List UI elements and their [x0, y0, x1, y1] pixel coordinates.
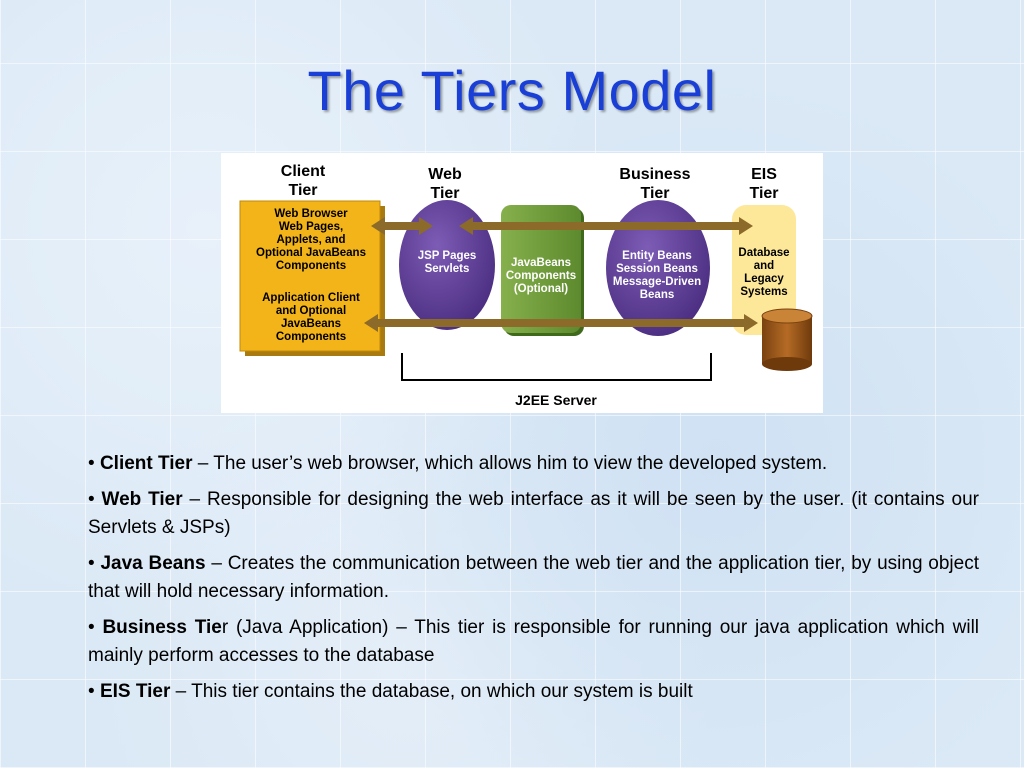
- client-browser-line-4: Optional JavaBeans: [256, 247, 366, 259]
- business-tier-heading-2: Tier: [640, 185, 669, 202]
- client-app-line-3: JavaBeans: [281, 318, 341, 330]
- bullet-text: – The user’s web browser, which allows h…: [192, 453, 828, 474]
- javabeans-line-3: (Optional): [514, 283, 568, 295]
- client-app-line-1: Application Client: [262, 292, 360, 304]
- web-tier-heading-1: Web: [428, 166, 462, 183]
- business-oval-line-4: Beans: [640, 289, 675, 301]
- eis-line-1: Database: [738, 247, 789, 259]
- tiers-diagram-svg: Client Tier Web Tier Business Tier EIS T…: [239, 163, 813, 408]
- bullet-term: EIS Tier: [99, 681, 171, 702]
- bullet-term: Web Tier: [101, 489, 183, 510]
- arrow-web-eis: [459, 217, 753, 235]
- slide-title: The Tiers Model: [307, 59, 717, 122]
- business-oval-line-3: Message-Driven: [613, 276, 701, 288]
- business-oval-line-2: Session Beans: [616, 263, 698, 275]
- bullet-text: – Creates the communication between the …: [88, 553, 980, 602]
- eis-line-4: Systems: [740, 286, 787, 298]
- client-app-line-4: Components: [276, 331, 346, 343]
- bullet-eis-tier: • EIS Tier – This tier contains the data…: [88, 681, 693, 702]
- bullet-web-tier: • Web Tier – Responsible for designing t…: [88, 489, 979, 538]
- client-app-line-2: and Optional: [276, 305, 346, 317]
- client-browser-line-5: Components: [276, 260, 346, 272]
- web-oval-line-1: JSP Pages: [418, 250, 477, 262]
- bullet-text: – This tier contains the database, on wh…: [170, 681, 693, 702]
- arrow-client-web: [371, 217, 433, 235]
- eis-tier-heading-1: EIS: [751, 166, 777, 183]
- eis-line-2: and: [754, 260, 774, 272]
- javabeans-line-2: Components: [506, 270, 576, 282]
- bullet-text: – Responsible for designing the web inte…: [88, 489, 979, 538]
- business-tier-heading-1: Business: [619, 166, 690, 183]
- client-tier-heading-2: Tier: [288, 182, 317, 199]
- javabeans-line-1: JavaBeans: [511, 257, 571, 269]
- bullet-text: r (Java Application) – This tier is resp…: [88, 617, 980, 666]
- j2ee-server-bracket: [401, 353, 712, 381]
- business-tier-oval: [606, 200, 710, 336]
- bullet-client-tier: • Client Tier – The user’s web browser, …: [88, 453, 828, 474]
- arrow-client-eis: [364, 314, 758, 332]
- bullet-list: • Client Tier – The user’s web browser, …: [88, 450, 979, 714]
- bullet-java-beans: • Java Beans – Creates the communication…: [88, 553, 980, 602]
- tiers-diagram: Client Tier Web Tier Business Tier EIS T…: [221, 153, 823, 413]
- bullet-business-tier: • Business Tier (Java Application) – Thi…: [88, 617, 980, 666]
- bullet-term: Business Tie: [102, 617, 222, 638]
- bullet-term: Java Beans: [100, 553, 206, 574]
- eis-line-3: Legacy: [744, 273, 784, 285]
- eis-tier-heading-2: Tier: [749, 185, 778, 202]
- database-cylinder-icon: [761, 308, 813, 371]
- web-tier-heading-2: Tier: [430, 185, 459, 202]
- client-browser-line-3: Applets, and: [276, 234, 345, 246]
- client-tier-heading-1: Client: [281, 163, 326, 180]
- eis-tier-box: [732, 205, 796, 335]
- javabeans-box: [501, 205, 581, 333]
- j2ee-server-label: J2EE Server: [515, 392, 597, 408]
- business-oval-line-1: Entity Beans: [622, 250, 692, 262]
- client-browser-line-1: Web Browser: [274, 208, 348, 220]
- client-tier-box: [239, 200, 381, 352]
- bullet-term: Client Tier: [99, 453, 193, 474]
- client-browser-line-2: Web Pages,: [279, 221, 343, 233]
- web-oval-line-2: Servlets: [425, 263, 470, 275]
